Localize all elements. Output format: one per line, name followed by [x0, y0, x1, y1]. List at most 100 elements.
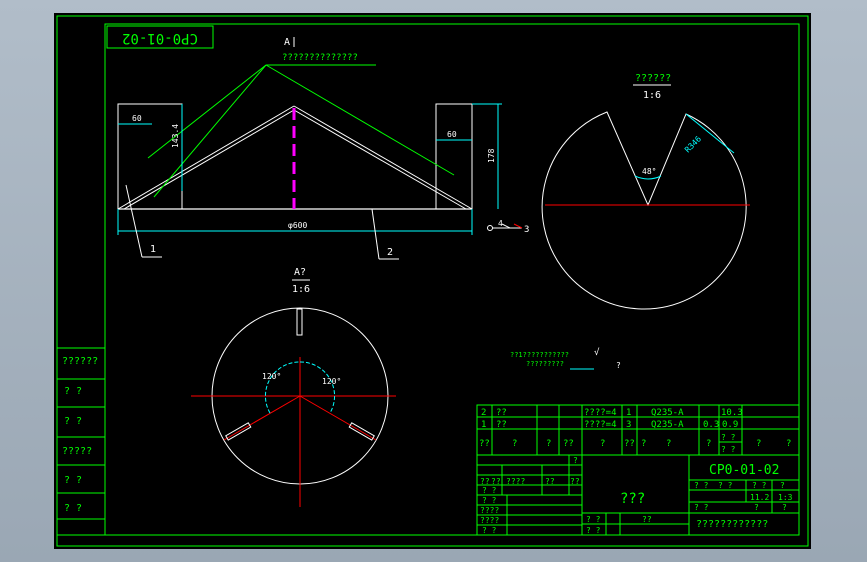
tb-mid-2: ? ? — [586, 526, 601, 535]
sector-arc — [541, 111, 747, 310]
tb-lh-1: ?? — [491, 477, 501, 486]
dim-left-height: 143.4 — [171, 124, 180, 148]
bom-h-10: ? — [756, 439, 761, 449]
bom-h-9: ? ? — [721, 433, 736, 442]
title-block — [476, 454, 800, 536]
tb-rc-5: ? — [754, 503, 759, 512]
bom-r1-name: ????=4 — [584, 408, 617, 418]
bom-r2-name: ????=4 — [584, 420, 617, 430]
sector-scale: 1:6 — [643, 90, 661, 101]
bom-r2-total: 0.9 — [722, 420, 738, 430]
bom-h-7: ? — [666, 439, 671, 449]
bom-r1-no: 2 — [481, 408, 486, 418]
bom-r2-material: Q235-A — [651, 420, 684, 430]
tb-rc-3: ? — [780, 481, 785, 490]
right-box — [435, 103, 473, 209]
tb-lh-2: ???? — [506, 477, 525, 486]
balloon-1: 1 — [150, 244, 156, 255]
front-view: A ?????????????? 60 143.4 60 178 φ600 1 … — [117, 37, 529, 260]
bom-h-3: ?? — [563, 439, 574, 449]
cone-left-outer — [117, 105, 295, 210]
cone-right-outer — [293, 105, 473, 210]
note-symbol: √ — [594, 347, 600, 358]
tb-mid-1: ?? — [642, 515, 652, 524]
tb-title: ??? — [620, 491, 645, 507]
cad-drawing: CP0-01-02 ?????? ? ? ? ? ????? ? ? ? ? — [54, 13, 811, 549]
bom-h-8: ? — [706, 439, 711, 449]
bom-r2-code: ?? — [496, 420, 507, 430]
leader-right — [265, 64, 455, 176]
tb-mid-0: ? ? — [586, 515, 601, 524]
tb-scale: 1:3 — [778, 493, 793, 502]
tb-lr-0: ? ? — [482, 486, 497, 495]
bom-r1-qty: 1 — [626, 408, 631, 418]
bom-h-2: ? — [546, 439, 551, 449]
strip-label-6: ? ? — [64, 503, 82, 514]
bom-r2-weight: 0.3 — [703, 420, 719, 430]
tb-lh-4: ?? — [570, 477, 580, 486]
left-strip: ?????? ? ? ? ? ????? ? ? ? ? — [56, 347, 106, 536]
strip-label-3: ? ? — [64, 416, 82, 427]
tb-rc-4: ? ? — [694, 503, 709, 512]
note-line2: ????????? — [526, 360, 564, 368]
tb-company: ???????????? — [696, 519, 768, 530]
cone-right-inner — [293, 109, 467, 210]
strip-label-5: ? ? — [64, 475, 82, 486]
tb-rc-0: ? ? — [694, 481, 709, 490]
cone-left-inner — [123, 109, 295, 210]
inner-frame — [104, 23, 800, 536]
strip-label-1: ?????? — [62, 356, 98, 367]
bom-text: 2 ?? ????=4 1 Q235-A 10.3 1 ?? ????=4 3 … — [479, 408, 791, 454]
section-note: ?????????????? — [282, 53, 358, 63]
leader-left — [147, 64, 267, 159]
bom-r2-qty: 3 — [626, 420, 631, 430]
bom-r1-weight: 10.3 — [721, 408, 743, 418]
tb-drawing-no: CP0-01-02 — [709, 463, 779, 478]
bottom-scale: 1:6 — [292, 284, 310, 295]
dim-diameter: φ600 — [288, 221, 307, 230]
bom-h-6: ? — [641, 439, 646, 449]
outer-frame — [56, 15, 809, 547]
bottom-view: A? 1:6 120° 120° — [191, 267, 396, 507]
tb-rc-2: ? ? — [752, 481, 767, 490]
note-q: ? — [616, 361, 621, 370]
tb-lr-1: ? ? — [482, 496, 497, 505]
balloon-2: 2 — [387, 247, 393, 258]
balloon-3: 3 — [524, 225, 529, 235]
bottom-title: A? — [294, 267, 306, 278]
sector-angle: 48° — [642, 167, 656, 176]
leader-left2 — [153, 64, 267, 198]
tb-lr-4: ? ? — [482, 526, 497, 535]
tb-lr-2: ???? — [480, 506, 499, 515]
bom-h-5: ?? — [624, 439, 635, 449]
bottom-angle-1: 120° — [262, 372, 281, 381]
strip-label-4: ????? — [62, 446, 92, 457]
tb-lh-3: ?? — [545, 477, 555, 486]
bom-h-sub: ? ? — [721, 445, 736, 454]
tb-lr-3: ???? — [480, 516, 499, 525]
drawing-background — [54, 13, 811, 549]
note-line1: ??1??????????? — [510, 351, 569, 359]
sector-title: ?????? — [635, 73, 671, 84]
dim-right-width: 60 — [447, 130, 457, 139]
bom-h-4: ? — [600, 439, 605, 449]
tb-rc-6: ? — [782, 503, 787, 512]
tb-rc-1: ? ? — [718, 481, 733, 490]
bom-h-1: ? — [512, 439, 517, 449]
code-tag-text: CP0-01-02 — [122, 30, 198, 46]
bom-r1-code: ?? — [496, 408, 507, 418]
bom-h-0: ?? — [479, 439, 490, 449]
tb-lh-0: ?? — [480, 477, 490, 486]
tb-weight: 11.2 — [750, 493, 769, 502]
dim-right-height: 178 — [487, 148, 496, 163]
tech-notes: ??1??????????? ????????? √ ? — [510, 347, 621, 370]
section-marker: A — [284, 37, 290, 48]
bom-h-11: ? — [786, 439, 791, 449]
bom-r2-no: 1 — [481, 420, 486, 430]
balloon-4: 4 — [498, 219, 503, 228]
dim-left-width: 60 — [132, 114, 142, 123]
title-block-text: CP0-01-02 ??? ???????????? 11.2 1:3 ? ??… — [480, 456, 793, 535]
bottom-angle-2: 120° — [322, 377, 341, 386]
code-tag: CP0-01-02 — [106, 25, 214, 49]
